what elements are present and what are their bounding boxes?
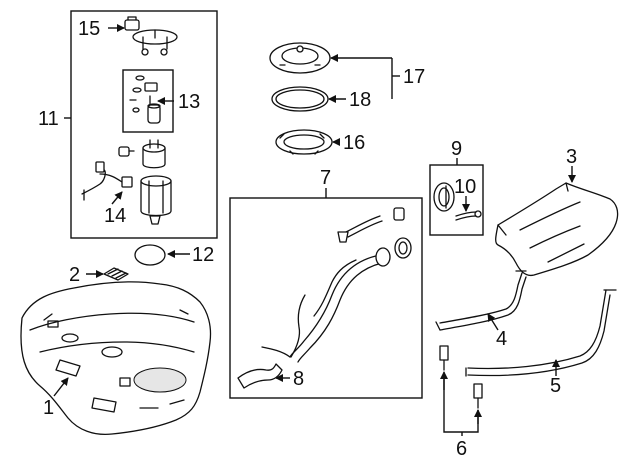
callout-13: 13 bbox=[178, 91, 200, 113]
callout-4: 4 bbox=[496, 328, 507, 350]
callout-8: 8 bbox=[293, 368, 304, 390]
pump-cover-plate-part-17 bbox=[269, 42, 331, 74]
callout-1: 1 bbox=[43, 397, 54, 419]
pump-gasket-part-12 bbox=[134, 244, 166, 266]
callout-17: 17 bbox=[403, 66, 425, 88]
filler-neck-cap bbox=[394, 237, 412, 259]
tank-strap-part-5 bbox=[465, 289, 617, 377]
fuel-filter-canister bbox=[140, 175, 172, 217]
breather-hose bbox=[337, 207, 405, 243]
pump-internal-parts-13 bbox=[129, 75, 161, 124]
callout-3: 3 bbox=[566, 146, 577, 168]
pump-motor bbox=[142, 139, 166, 169]
callout-2: 2 bbox=[69, 264, 80, 286]
pump-small-fitting bbox=[118, 146, 135, 157]
pump-connector-part-15 bbox=[124, 16, 140, 31]
callout-6: 6 bbox=[456, 438, 467, 460]
bracket-part-2 bbox=[103, 267, 129, 281]
callout-labels: 15 13 11 14 12 2 1 17 18 16 7 8 9 10 3 4… bbox=[38, 18, 577, 460]
callout-10: 10 bbox=[454, 176, 476, 198]
callout-7: 7 bbox=[320, 167, 331, 189]
leader-lines bbox=[53, 24, 576, 436]
pump-clip bbox=[149, 215, 161, 225]
fuel-tank-part-1 bbox=[20, 281, 212, 436]
filler-pipe-part-7 bbox=[261, 247, 391, 363]
lock-ring-part-16 bbox=[275, 129, 333, 155]
callout-9: 9 bbox=[451, 138, 462, 160]
callout-15: 15 bbox=[78, 18, 100, 40]
cap-tether-part-10 bbox=[455, 210, 482, 221]
filler-pipe-box bbox=[229, 197, 423, 399]
callout-18: 18 bbox=[349, 89, 371, 111]
fuel-cap-part-9 bbox=[433, 182, 455, 212]
callout-16: 16 bbox=[343, 132, 365, 154]
oring-inner bbox=[275, 89, 325, 109]
heat-shield-part-3 bbox=[495, 182, 619, 277]
callout-12: 12 bbox=[192, 244, 214, 266]
callout-14: 14 bbox=[104, 205, 126, 227]
strap-bolt-part-6 bbox=[439, 345, 483, 409]
pump-flange-top bbox=[132, 29, 178, 56]
fuel-pump-module-box bbox=[70, 10, 218, 239]
level-sender-part-14 bbox=[81, 161, 133, 201]
tank-strap-part-4 bbox=[435, 270, 527, 331]
callout-11: 11 bbox=[38, 108, 59, 130]
callout-5: 5 bbox=[550, 375, 561, 397]
filler-hose-part-8 bbox=[237, 363, 283, 389]
